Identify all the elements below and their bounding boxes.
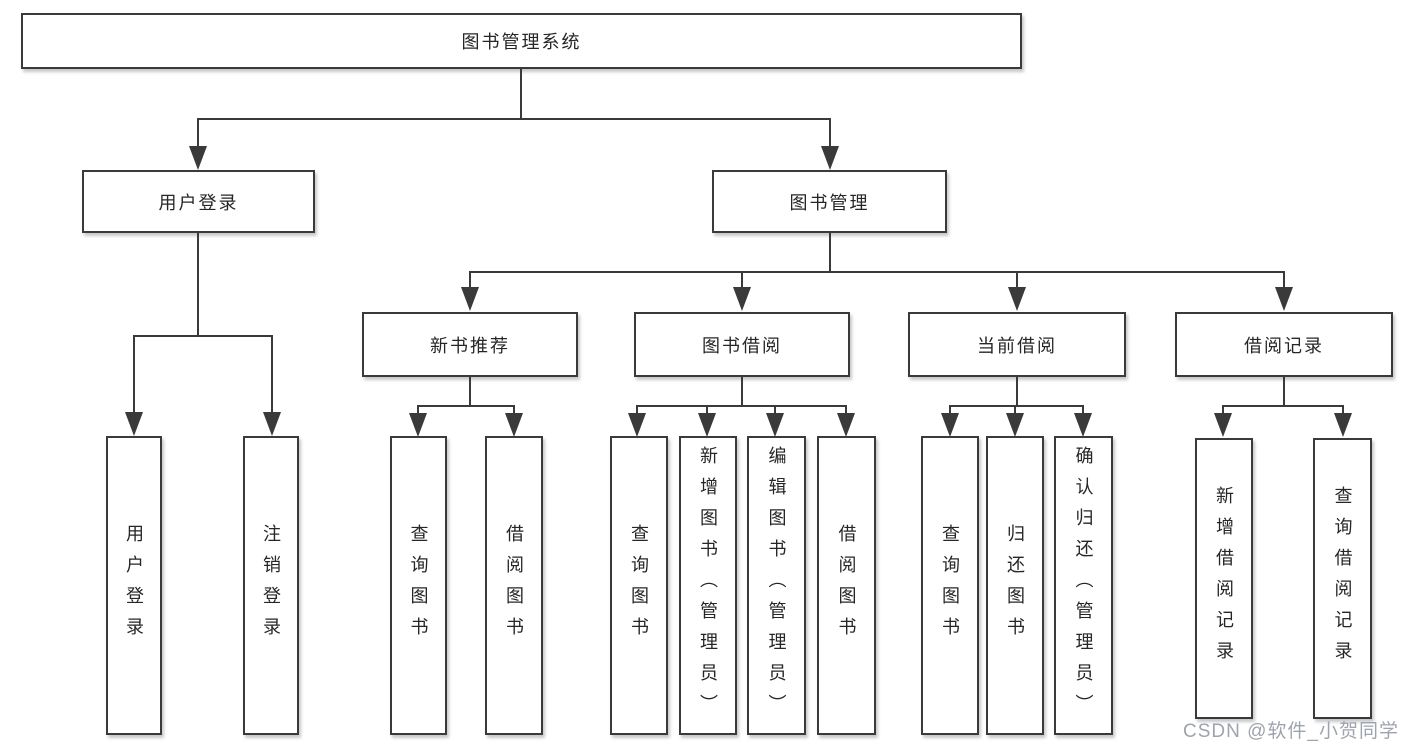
leaf-label: 借阅图书 xyxy=(836,523,857,648)
line xyxy=(271,335,273,412)
line xyxy=(949,405,951,413)
leaf-user-login: 用户登录 xyxy=(106,436,162,735)
leaf-label: 查询图书 xyxy=(408,523,429,648)
leaf-borrow-books-1: 借阅图书 xyxy=(485,436,543,735)
arrowhead-icon xyxy=(1006,413,1024,437)
leaf-logout: 注销登录 xyxy=(243,436,299,735)
arrowhead-icon xyxy=(821,146,839,170)
line xyxy=(636,405,847,407)
leaf-query-books-3: 查询图书 xyxy=(921,436,979,735)
leaf-borrow-books-2: 借阅图书 xyxy=(817,436,876,735)
leaf-label: 借阅图书 xyxy=(504,523,524,648)
arrowhead-icon xyxy=(189,146,207,170)
arrowhead-icon xyxy=(1074,413,1092,437)
arrowhead-icon xyxy=(698,413,716,437)
node-book-borrow: 图书借阅 xyxy=(634,312,850,377)
node-borrow-records: 借阅记录 xyxy=(1175,312,1393,377)
leaf-label: 确认归还（管理员） xyxy=(1073,446,1094,725)
line xyxy=(469,271,471,287)
arrowhead-icon xyxy=(461,287,479,311)
leaf-query-books-1: 查询图书 xyxy=(390,436,447,735)
leaf-label: 查询图书 xyxy=(629,523,649,648)
arrowhead-icon xyxy=(1214,413,1232,437)
line xyxy=(417,405,419,413)
line xyxy=(774,405,776,413)
node-user-login: 用户登录 xyxy=(82,170,315,233)
leaf-add-books-admin: 新增图书（管理员） xyxy=(679,436,737,735)
arrowhead-icon xyxy=(837,413,855,437)
leaf-return-books: 归还图书 xyxy=(986,436,1044,735)
leaf-label: 编辑图书（管理员） xyxy=(766,446,787,725)
leaf-label: 新增借阅记录 xyxy=(1214,485,1234,672)
node-root: 图书管理系统 xyxy=(21,13,1022,69)
arrowhead-icon xyxy=(1334,413,1352,437)
line xyxy=(829,233,831,271)
arrowhead-icon xyxy=(505,413,523,437)
line xyxy=(1222,405,1344,407)
node-book-management: 图书管理 xyxy=(712,170,947,233)
line xyxy=(1016,377,1018,405)
leaf-label: 查询借阅记录 xyxy=(1332,485,1353,672)
watermark: CSDN @软件_小贺同学 xyxy=(1183,721,1399,742)
line xyxy=(417,405,515,407)
line xyxy=(636,405,638,413)
node-new-book-recommend: 新书推荐 xyxy=(362,312,578,377)
line xyxy=(469,377,471,405)
arrowhead-icon xyxy=(766,413,784,437)
line xyxy=(133,335,135,412)
leaf-query-books-2: 查询图书 xyxy=(610,436,668,735)
line xyxy=(197,233,199,335)
leaf-label: 新增图书（管理员） xyxy=(698,446,718,725)
line xyxy=(197,118,199,146)
arrowhead-icon xyxy=(1008,287,1026,311)
arrowhead-icon xyxy=(941,413,959,437)
line xyxy=(706,405,708,413)
line xyxy=(133,335,273,337)
leaf-add-borrow-record: 新增借阅记录 xyxy=(1195,438,1253,719)
line xyxy=(513,405,515,413)
leaf-edit-books-admin: 编辑图书（管理员） xyxy=(747,436,806,735)
leaf-label: 归还图书 xyxy=(1005,523,1025,648)
line xyxy=(741,271,743,287)
leaf-confirm-return-admin: 确认归还（管理员） xyxy=(1054,436,1113,735)
arrowhead-icon xyxy=(628,413,646,437)
line xyxy=(1222,405,1224,413)
line xyxy=(1342,405,1344,413)
line xyxy=(520,69,522,119)
line xyxy=(829,118,831,146)
leaf-label: 用户登录 xyxy=(124,523,144,648)
node-current-borrow: 当前借阅 xyxy=(908,312,1126,377)
leaf-label: 注销登录 xyxy=(261,523,281,648)
leaf-query-borrow-record: 查询借阅记录 xyxy=(1313,438,1372,719)
line xyxy=(741,377,743,405)
line xyxy=(469,271,1285,273)
line xyxy=(1014,405,1016,413)
line xyxy=(197,118,831,120)
arrowhead-icon xyxy=(409,413,427,437)
arrowhead-icon xyxy=(263,412,281,436)
line xyxy=(1082,405,1084,413)
arrowhead-icon xyxy=(1275,287,1293,311)
line xyxy=(1016,271,1018,287)
line xyxy=(949,405,1084,407)
line xyxy=(1283,271,1285,287)
arrowhead-icon xyxy=(733,287,751,311)
arrowhead-icon xyxy=(125,412,143,436)
line xyxy=(1283,377,1285,405)
line xyxy=(845,405,847,413)
leaf-label: 查询图书 xyxy=(940,523,960,648)
